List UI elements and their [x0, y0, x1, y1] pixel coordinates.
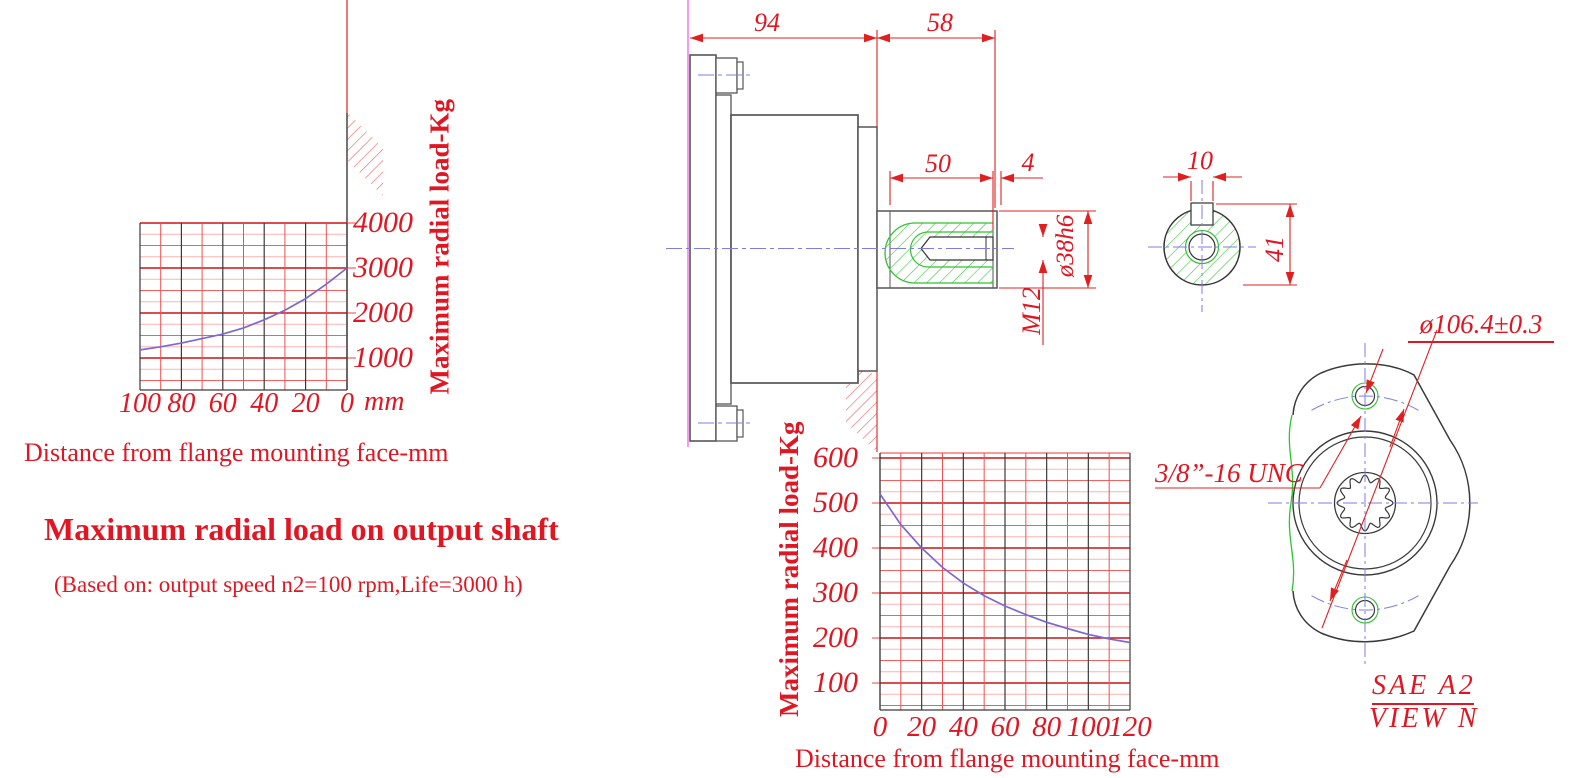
bottom-chart-plot: [872, 452, 1131, 711]
spacer-plate: [715, 94, 732, 405]
left-chart-plot: [139, 222, 356, 391]
load-curve: [879, 493, 1131, 644]
keyway-inner: [909, 231, 993, 268]
load-curve: [139, 267, 348, 351]
flange-outline: [1292, 363, 1471, 643]
dim-bolt-circle-line: [1321, 329, 1438, 629]
dim-bc-arrow-upper: [1389, 408, 1405, 448]
keyway-section-view: [1148, 172, 1297, 312]
bolt-hole-top-thread: [1351, 382, 1379, 410]
dim-bc-arrow-lower: [1329, 559, 1348, 602]
dim-bc-arrow-top-hole: [1365, 348, 1384, 394]
wall-hatch-left-chart: [347, 112, 383, 196]
flange-break-line-green: [1288, 414, 1295, 592]
bolt-circle-arc-bottom: [1311, 595, 1419, 611]
side-view-centerlines: [666, 74, 1014, 424]
side-view-dimensions: [690, 30, 1096, 345]
unc-leader-arrow: [1319, 415, 1362, 489]
flange-view: [1155, 329, 1478, 668]
